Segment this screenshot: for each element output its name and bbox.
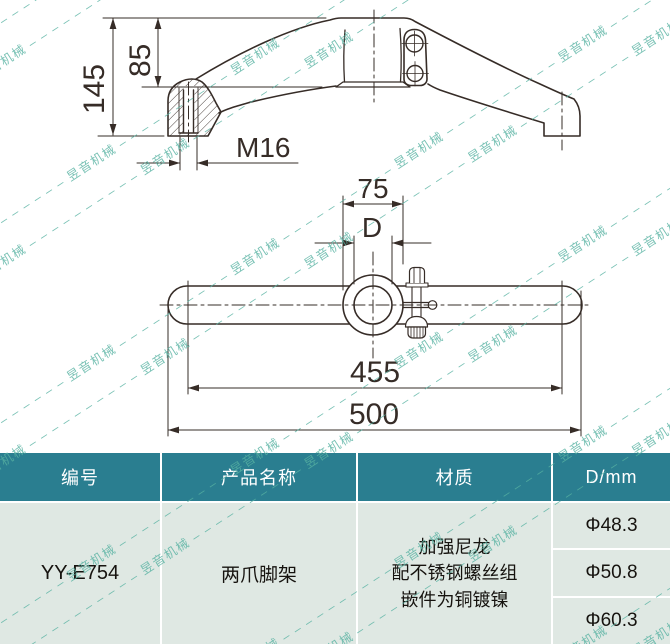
header-cell-product-name: 产品名称 [162, 453, 356, 501]
dim-75-label: 75 [357, 173, 388, 204]
cell-product-name: 两爪脚架 [162, 503, 356, 644]
dim-455-label: 455 [350, 356, 400, 389]
dim-145-label: 145 [78, 64, 111, 114]
bar-body [167, 285, 583, 325]
material-line: 加强尼龙 [418, 537, 491, 558]
cell-code: YY-E754 [0, 503, 160, 644]
material-line: 配不锈钢螺丝组 [391, 563, 518, 584]
cell-d-value-2: Φ50.8 [553, 550, 670, 596]
cell-d-value-1: Φ48.3 [553, 503, 670, 548]
clamp-bolt [402, 266, 438, 339]
spec-table: 编号 产品名称 材质 D/mm YY-E754 两爪脚架 加强尼龙 配不锈钢螺丝… [0, 453, 670, 644]
cell-material: 加强尼龙 配不锈钢螺丝组 嵌件为铜镀镍 [358, 503, 551, 644]
header-cell-diameter: D/mm [553, 453, 670, 501]
cell-d-value-3: Φ60.3 [553, 598, 670, 644]
technical-drawing: 145 85 M16 [78, 9, 593, 437]
dim-500-label: 500 [349, 398, 399, 431]
dim-D-label: D [362, 212, 382, 243]
material-line: 嵌件为铜镀镍 [400, 589, 509, 610]
header-cell-material: 材质 [358, 453, 551, 501]
plan-view: 75 D 455 500 [159, 173, 593, 437]
side-view: 145 85 M16 [78, 9, 581, 171]
dim-85-label: 85 [124, 44, 157, 77]
thread-label: M16 [236, 132, 290, 163]
header-cell-code: 编号 [0, 453, 160, 501]
